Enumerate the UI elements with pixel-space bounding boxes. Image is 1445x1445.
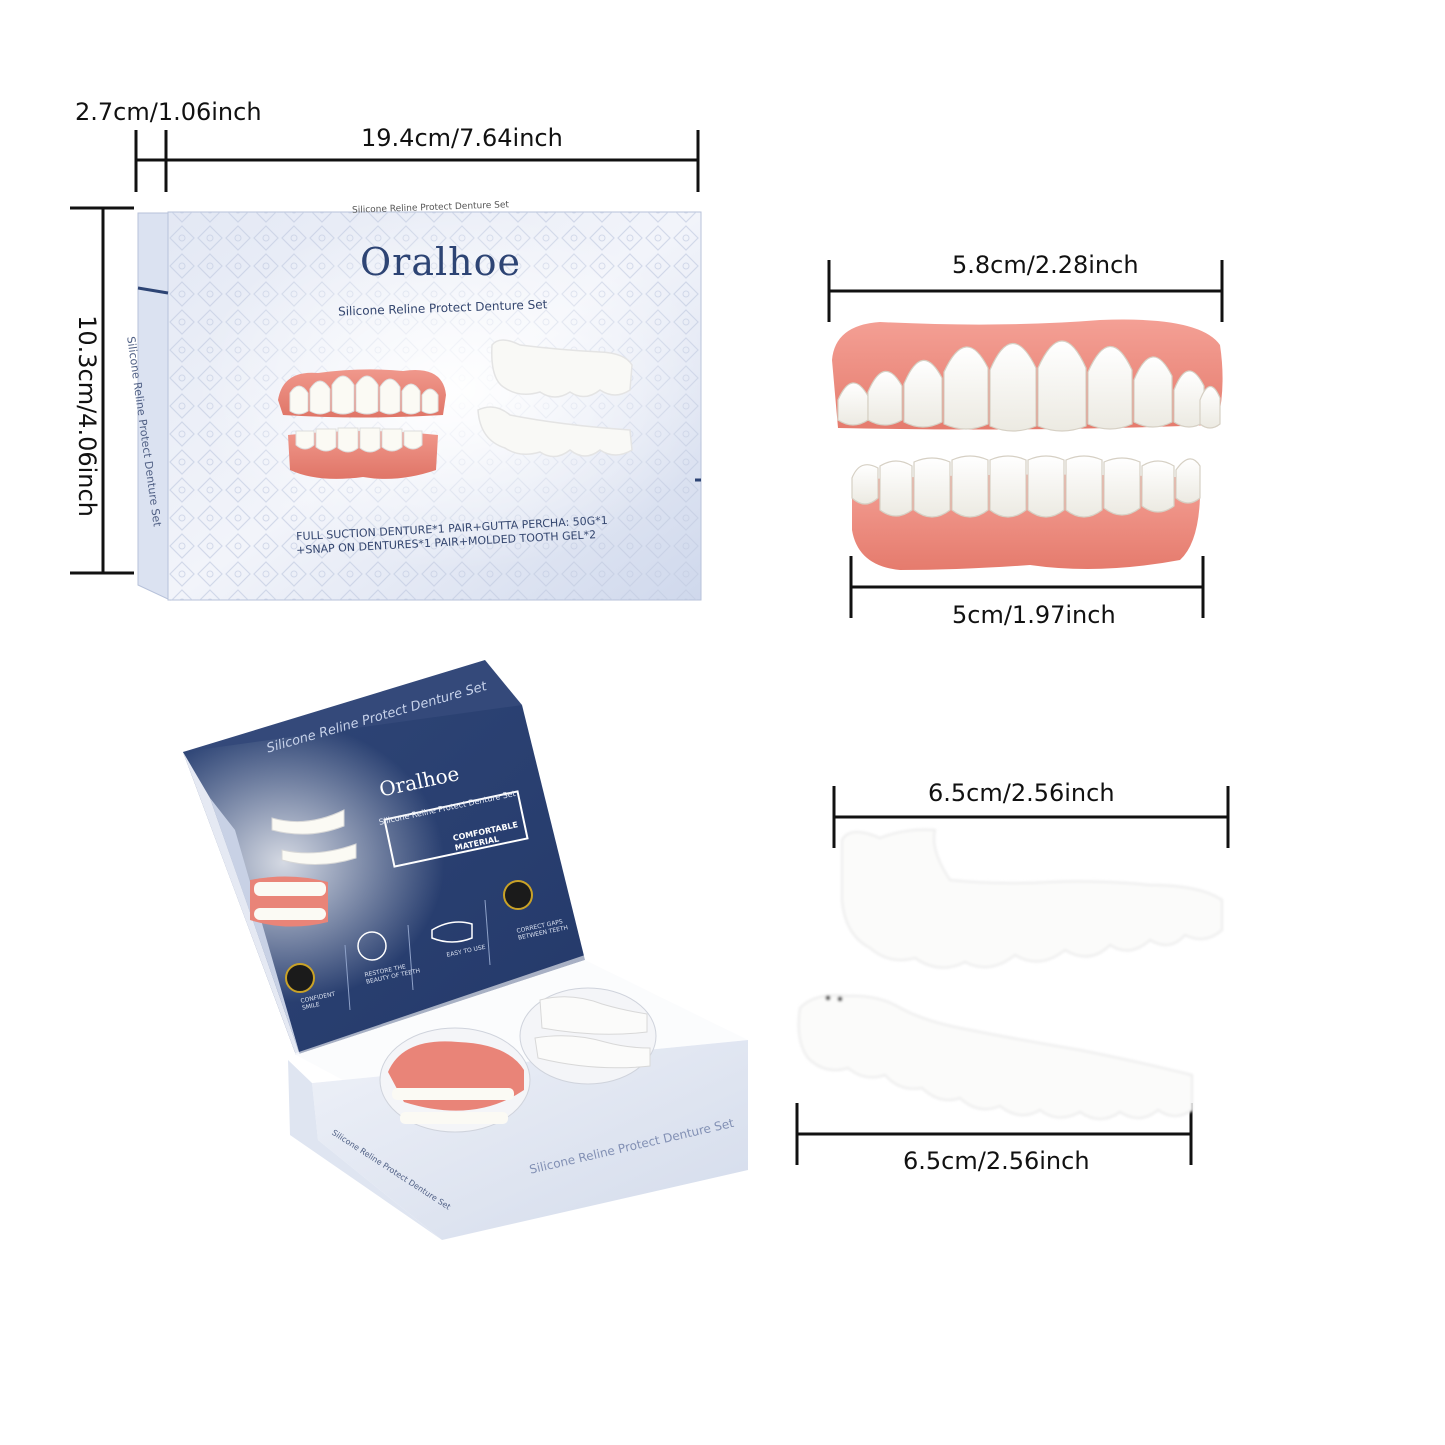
box-brand-logo: Oralhoe (360, 240, 521, 284)
upper-veneer-width-label: 6.5cm/2.56inch (928, 779, 1115, 807)
lower-veneer-width-label: 6.5cm/2.56inch (903, 1147, 1090, 1175)
gap-tooth-icon (503, 880, 533, 910)
lower-denture (851, 455, 1201, 570)
tooth-icon (357, 931, 387, 961)
box-denture-pink (278, 369, 446, 479)
box-denture-white (477, 339, 633, 458)
lower-veneer (797, 994, 1193, 1120)
smile-icon (285, 963, 315, 993)
box-height-label: 10.3cm/4.06inch (72, 315, 101, 517)
upper-denture (832, 319, 1223, 432)
upper-veneer (841, 828, 1223, 969)
lower-denture-width-label: 5cm/1.97inch (952, 601, 1116, 629)
box-width-label: 19.4cm/7.64inch (361, 124, 563, 152)
box-depth-label: 2.7cm/1.06inch (75, 98, 262, 126)
denture-icon (431, 921, 473, 943)
upper-denture-width-label: 5.8cm/2.28inch (952, 251, 1139, 279)
